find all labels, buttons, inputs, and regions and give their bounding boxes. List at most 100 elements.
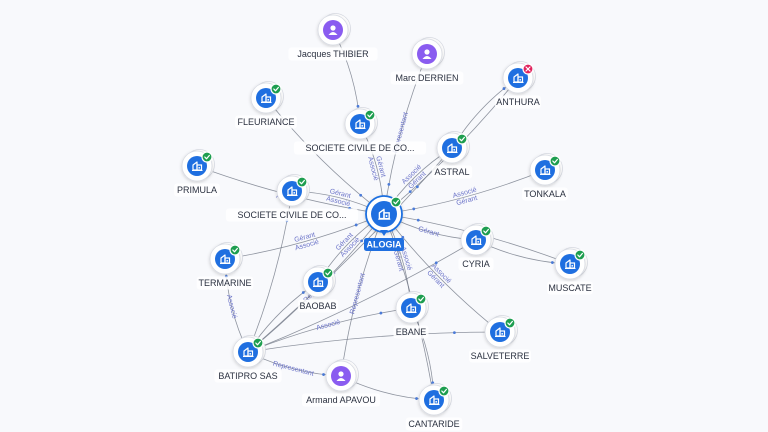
building-icon: [540, 165, 551, 175]
edge-arrow: [416, 218, 420, 222]
building-icon: [313, 277, 324, 287]
check-badge-icon: [549, 155, 561, 167]
node-label-bg: [174, 183, 220, 197]
node-label: Armand APAVOU: [306, 395, 376, 405]
check-badge-icon: [364, 109, 376, 121]
node-label: TONKALA: [524, 189, 566, 199]
building-icon: [220, 254, 231, 264]
building-icon: [471, 235, 482, 245]
edge-label: Associé: [316, 319, 342, 332]
node-label-bg: [301, 393, 381, 407]
edge-armand-alogia: [340, 213, 385, 377]
node-tonkala[interactable]: TONKALA: [522, 153, 568, 201]
node-label: Marc DERRIEN: [395, 73, 458, 83]
edge-tonkala-alogia: [383, 169, 546, 215]
node-astral[interactable]: ASTRAL: [431, 131, 473, 179]
edge-arrow: [354, 223, 358, 227]
node-batipro[interactable]: BATIPRO SAS: [214, 335, 282, 383]
check-badge-icon: [270, 83, 282, 95]
edge-arrow: [360, 239, 364, 243]
building-icon: [513, 73, 524, 83]
node-scc1[interactable]: SOCIETE CIVILE DE CO...: [293, 107, 427, 155]
node-label: ANTHURA: [496, 97, 540, 107]
check-badge-icon: [229, 244, 241, 256]
edge-arrow: [379, 311, 383, 315]
check-badge-icon: [296, 176, 308, 188]
edge-arrow: [356, 104, 360, 108]
node-label-bg: [288, 47, 378, 61]
check-badge-icon: [480, 225, 492, 237]
edge-label: Gérant: [329, 188, 352, 200]
edge-arrow: [322, 373, 325, 376]
node-fleuriance[interactable]: FLEURIANCE: [235, 81, 297, 129]
building-icon: [406, 303, 417, 313]
node-label-bg: [522, 187, 568, 201]
edge-arrow: [408, 190, 412, 193]
edge-label: Representant: [349, 273, 367, 315]
node-label-bg: [495, 95, 541, 109]
check-badge-icon: [252, 337, 264, 349]
node-salveterre[interactable]: SALVETERRE: [469, 315, 531, 363]
building-icon: [287, 186, 298, 196]
building-icon: [447, 143, 458, 153]
edge-arrow: [502, 87, 506, 90]
node-scc2[interactable]: SOCIETE CIVILE DE CO...: [225, 174, 359, 222]
node-label-bg: [469, 349, 531, 363]
node-primula[interactable]: PRIMULA: [174, 149, 220, 197]
check-badge-icon: [201, 151, 213, 163]
node-label-bg: [547, 281, 593, 295]
node-label: FLEURIANCE: [237, 117, 294, 127]
closed-badge-icon: [522, 63, 534, 75]
node-label-bg: [458, 257, 494, 271]
edge-batipro-astral: [247, 147, 453, 353]
edge-arrow: [401, 235, 405, 239]
node-label: SALVETERRE: [471, 351, 530, 361]
edge-batipro-cyria: [247, 239, 477, 353]
node-jacques[interactable]: Jacques THIBIER: [288, 13, 378, 61]
node-label-bg: [293, 141, 427, 155]
node-label-bg: [297, 299, 339, 313]
node-termarine[interactable]: TERMARINE: [196, 242, 254, 290]
node-anthura[interactable]: ANTHURA: [495, 61, 541, 109]
edge-label: Associé: [225, 294, 238, 320]
edge-salveterre-alogia: [383, 213, 501, 333]
edge-arrow: [387, 183, 391, 186]
building-icon: [243, 347, 254, 357]
node-label: CANTARIDE: [408, 419, 459, 429]
node-label-bg: [235, 115, 297, 129]
edge-termarine-alogia: [224, 213, 385, 260]
node-muscate[interactable]: MUSCATE: [547, 247, 593, 295]
node-baobab[interactable]: BAOBAB: [297, 265, 339, 313]
building-icon: [355, 119, 366, 129]
node-marc[interactable]: Marc DERRIEN: [390, 37, 464, 85]
building-icon: [495, 327, 506, 337]
node-label-bg: [196, 276, 254, 290]
check-badge-icon: [390, 196, 402, 208]
node-label: BATIPRO SAS: [218, 371, 277, 381]
node-label: PRIMULA: [177, 185, 217, 195]
node-label-bg: [405, 417, 463, 431]
check-badge-icon: [504, 317, 516, 329]
node-label: MUSCATE: [548, 283, 591, 293]
node-label-bg: [214, 369, 282, 383]
node-armand[interactable]: Armand APAVOU: [301, 359, 381, 407]
building-icon: [192, 161, 203, 171]
node-cyria[interactable]: CYRIA: [458, 223, 494, 271]
person-icon: [328, 25, 338, 35]
edge-fleuriance-alogia: [265, 97, 385, 215]
person-icon: [336, 371, 346, 381]
node-cantaride[interactable]: CANTARIDE: [405, 383, 463, 431]
edge-batipro-salveterre: [247, 331, 501, 353]
node-alogia-center[interactable]: ALOGIA: [364, 195, 404, 251]
edge-arrow: [453, 331, 456, 335]
check-badge-icon: [574, 249, 586, 261]
node-label: BAOBAB: [299, 301, 336, 311]
check-badge-icon: [322, 267, 334, 279]
building-icon: [565, 259, 576, 269]
building-icon: [429, 395, 440, 405]
check-badge-icon: [456, 133, 468, 145]
node-ebane[interactable]: EBANE: [393, 291, 429, 339]
node-label-bg: [225, 208, 359, 222]
person-icon: [422, 49, 432, 59]
